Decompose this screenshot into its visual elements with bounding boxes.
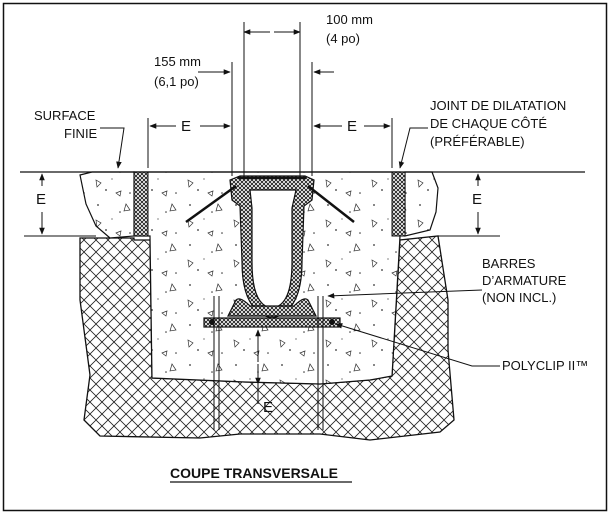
anchor-left bbox=[185, 184, 237, 224]
dim-4po: (4 po) bbox=[326, 31, 360, 46]
e-label-right: E bbox=[347, 118, 357, 135]
joint-label-3: (PRÉFÉRABLE) bbox=[430, 134, 525, 149]
rebar-label-2: D’ARMATURE bbox=[482, 273, 567, 288]
concrete-slab-right bbox=[404, 171, 439, 237]
section-title: COUPE TRANSVERSALE bbox=[170, 465, 338, 481]
polyclip-bar bbox=[203, 317, 341, 328]
surface-label-1: SURFACE bbox=[34, 108, 96, 123]
surface-label-2: FINIE bbox=[64, 126, 98, 141]
leader-joint bbox=[398, 127, 428, 169]
dim-61po: (6,1 po) bbox=[154, 74, 199, 89]
leader-polyclip bbox=[335, 323, 500, 367]
e-label-vright: E bbox=[472, 191, 482, 208]
drain-channel-inner bbox=[249, 189, 297, 309]
anchor-right bbox=[307, 185, 355, 223]
leader-rebar bbox=[327, 289, 483, 299]
leader-surface bbox=[100, 127, 125, 169]
concrete-slab-left bbox=[79, 171, 135, 239]
joint-label-1: JOINT DE DILATATION bbox=[430, 98, 566, 113]
polyclip-bolt-right bbox=[329, 319, 335, 325]
expansion-joint-right bbox=[391, 171, 406, 237]
rebar-label-3: (NON INCL.) bbox=[482, 290, 556, 305]
e-label-vleft: E bbox=[36, 191, 46, 208]
drain-foot bbox=[227, 298, 317, 317]
dim-155mm: 155 mm bbox=[154, 54, 201, 69]
e-label-bottom: E bbox=[263, 399, 273, 416]
expansion-joint-left bbox=[133, 171, 149, 237]
rebar-label-1: BARRES bbox=[482, 256, 536, 271]
dim-100mm: 100 mm bbox=[326, 12, 373, 27]
joint-label-2: DE CHAQUE CÔTÉ bbox=[430, 116, 547, 131]
e-label-left: E bbox=[181, 118, 191, 135]
polyclip-label: POLYCLIP II™ bbox=[502, 358, 588, 373]
